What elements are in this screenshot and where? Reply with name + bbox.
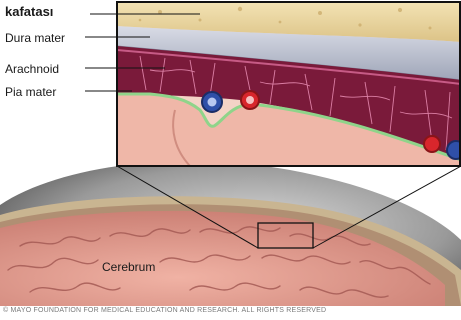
dura-mater-label: Dura mater xyxy=(5,31,65,45)
copyright-notice: © MAYO FOUNDATION FOR MEDICAL EDUCATION … xyxy=(3,307,326,314)
vein-icon-2 xyxy=(447,141,461,159)
cerebrum-label: Cerebrum xyxy=(102,260,155,274)
artery-icon-2 xyxy=(424,136,440,152)
skull-label: kafatası xyxy=(5,4,53,19)
arachnoid-label: Arachnoid xyxy=(5,62,59,76)
pia-mater-label: Pia mater xyxy=(5,85,56,99)
